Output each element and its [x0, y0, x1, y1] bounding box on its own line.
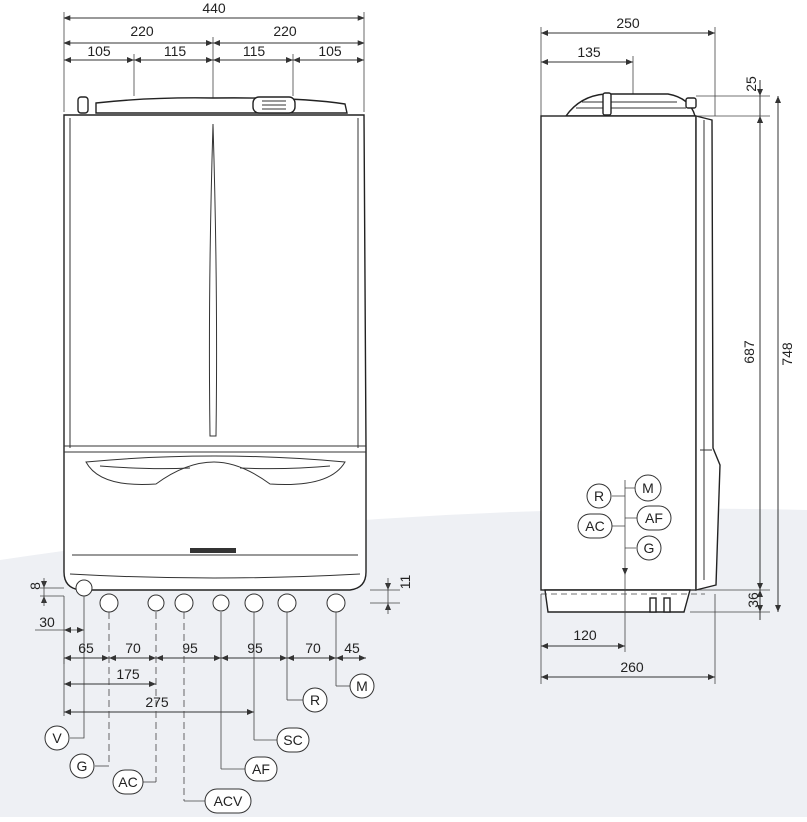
dim-front-115-right: 115 — [243, 43, 266, 59]
dim-side-687: 687 — [741, 340, 757, 364]
label-g: G — [77, 758, 88, 774]
side-flue — [564, 93, 696, 117]
conn-circle-af — [212, 594, 230, 612]
side-label-af: AF — [645, 510, 663, 526]
side-view: 250 135 25 687 748 — [540, 15, 795, 684]
side-front-panel — [695, 115, 721, 591]
label-ac: AC — [118, 774, 137, 790]
dim-front-275: 275 — [145, 694, 169, 710]
label-r: R — [310, 692, 320, 708]
conn-circle-m — [326, 593, 346, 613]
label-m: M — [356, 678, 368, 694]
front-top-pipe — [77, 96, 89, 114]
dim-front-440: 440 — [202, 0, 226, 16]
dim-side-135: 135 — [577, 44, 601, 60]
dim-side-260: 260 — [620, 659, 644, 675]
dim-side-120: 120 — [573, 627, 597, 643]
conn-circle-sc — [244, 593, 264, 613]
conn-circle-r — [277, 593, 297, 613]
dim-front-115-left: 115 — [164, 43, 187, 59]
conn-circle-acv — [174, 593, 194, 613]
side-casing — [540, 115, 697, 591]
side-flue-pipe — [602, 92, 612, 116]
dim-front-45: 45 — [344, 640, 360, 656]
front-top-cap — [95, 97, 348, 114]
label-af: AF — [252, 761, 270, 777]
dim-front-175: 175 — [116, 666, 140, 682]
side-label-ac: AC — [585, 518, 604, 534]
dim-front-220-right: 220 — [273, 23, 297, 39]
front-control-panel — [85, 455, 346, 485]
dim-front-8: 8 — [27, 582, 43, 590]
dim-front-11: 11 — [397, 575, 413, 590]
dim-front-220-left: 220 — [130, 23, 154, 39]
conn-circle-g — [99, 593, 119, 613]
dim-side-25: 25 — [743, 76, 759, 92]
side-label-g: G — [644, 540, 655, 556]
dim-front-105-right: 105 — [318, 43, 342, 59]
dim-front-95-b: 95 — [247, 640, 263, 656]
dim-front-95-a: 95 — [182, 640, 198, 656]
front-casing — [63, 114, 367, 591]
brand-logo — [190, 548, 236, 553]
dim-side-250: 250 — [616, 15, 640, 31]
label-sc: SC — [283, 732, 302, 748]
label-acv: ACV — [214, 793, 243, 809]
dim-front-65: 65 — [78, 640, 94, 656]
side-label-r: R — [594, 488, 604, 504]
front-view: 440 220 220 105 115 115 105 — [27, 0, 413, 814]
front-crease — [208, 123, 218, 437]
conn-circle-ac — [147, 594, 165, 612]
dim-front-70-b: 70 — [305, 640, 321, 656]
dim-front-70-a: 70 — [125, 640, 141, 656]
dim-front-105-left: 105 — [87, 43, 111, 59]
dim-side-748: 748 — [779, 342, 795, 366]
side-label-m: M — [642, 480, 654, 496]
conn-circle-v — [75, 579, 93, 597]
dim-side-36: 36 — [745, 592, 761, 608]
dim-front-30: 30 — [39, 614, 55, 630]
label-v: V — [52, 730, 62, 746]
